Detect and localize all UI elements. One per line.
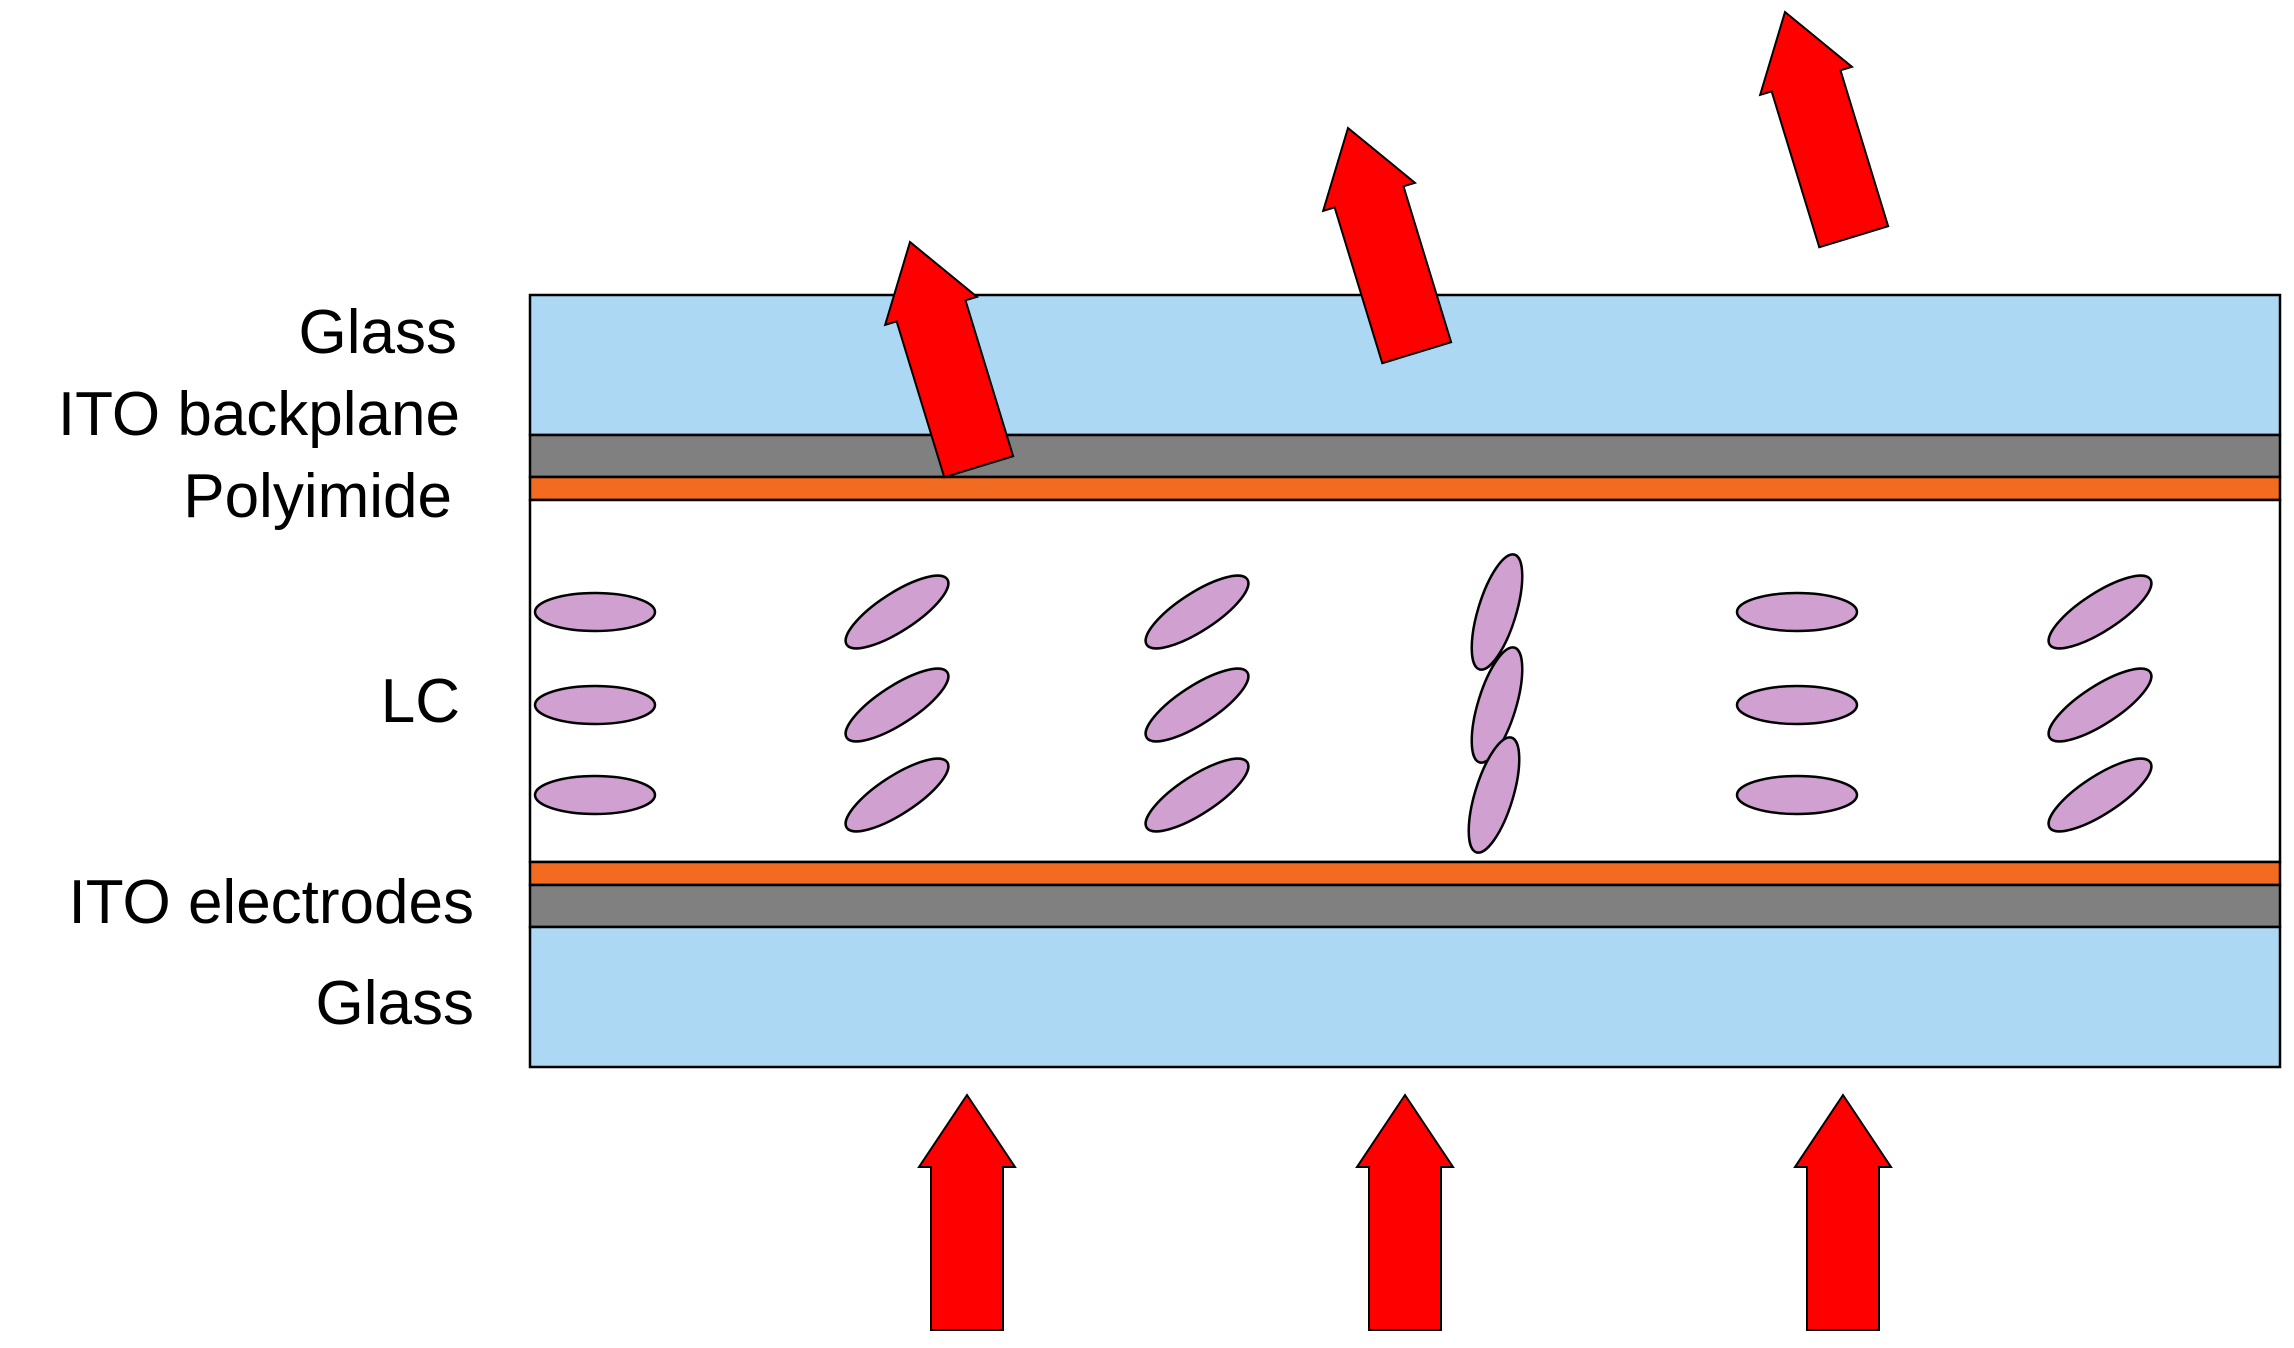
arrow-up-icon [1321,126,1453,365]
lc-molecule [2047,757,2153,833]
arrow-up-icon [883,240,1015,479]
arrow-up-icon [1793,1093,1893,1331]
lc-molecule [2047,574,2153,650]
glass-bottom-layer [528,925,2282,1069]
arrow-up-icon [1758,10,1890,249]
lc-layer [528,498,2282,864]
lc-molecule [533,774,657,816]
light-arrows [883,10,1893,1331]
lc-molecule [1470,646,1524,764]
label-lc: LC [381,667,460,736]
lc-molecule [844,757,950,833]
lc-molecule [1735,591,1859,633]
lc-molecule [1735,684,1859,726]
lc-molecule [1144,574,1250,650]
polyimide-bottom-layer [528,860,2282,887]
lc-molecule [844,574,950,650]
lc-molecule [1144,667,1250,743]
label-glass-top: Glass [299,298,457,367]
lc-molecule [533,684,657,726]
polyimide-top-layer [528,475,2282,502]
lc-molecule [844,667,950,743]
arrow-up-icon [917,1093,1017,1331]
label-ito-electrodes: ITO electrodes [69,868,474,937]
label-ito-backplane: ITO backplane [58,380,460,449]
label-polyimide: Polyimide [183,462,452,531]
lc-molecule [1735,774,1859,816]
ito-electrodes-layer [528,883,2282,929]
lc-molecule [2047,667,2153,743]
label-glass-bottom: Glass [316,969,474,1038]
ito-backplane-layer [528,433,2282,479]
lc-molecule [1144,757,1250,833]
lc-molecules [533,553,2153,854]
layer-stack [528,293,2282,1069]
arrow-up-icon [1355,1093,1455,1331]
lc-molecule [1470,553,1524,671]
lc-molecule [533,591,657,633]
lc-molecule [1467,736,1521,854]
